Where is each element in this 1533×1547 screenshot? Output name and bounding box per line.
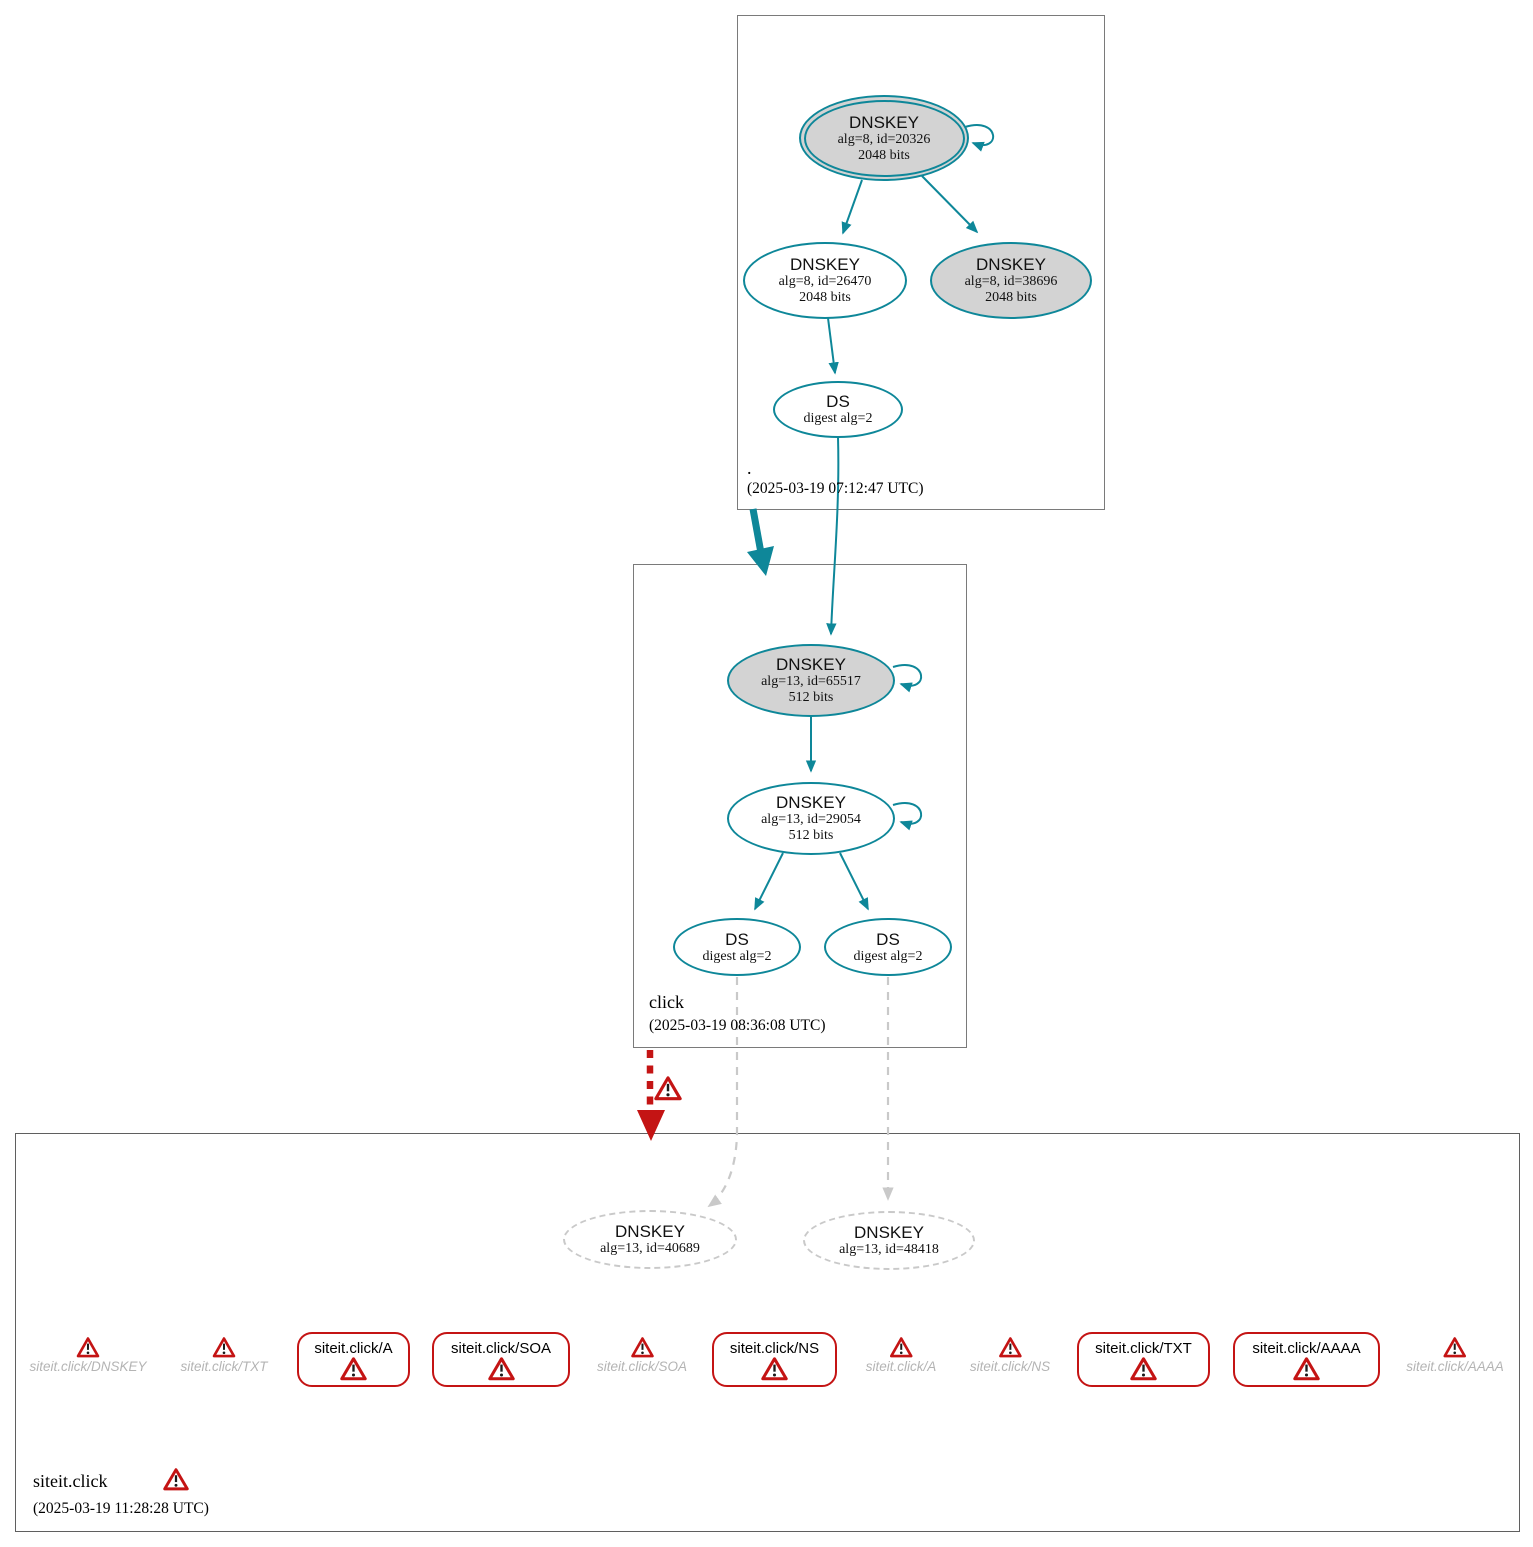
zone-box-siteit-click bbox=[15, 1133, 1520, 1532]
warning-icon bbox=[654, 1076, 682, 1101]
zone-timestamp-siteit-click: (2025-03-19 11:28:28 UTC) bbox=[33, 1500, 209, 1517]
warning-icon bbox=[1130, 1357, 1157, 1381]
zone-timestamp-root: (2025-03-19 07:12:47 UTC) bbox=[747, 480, 924, 497]
rrset-label: siteit.click/AAAA bbox=[1252, 1340, 1361, 1357]
warning-icon bbox=[212, 1337, 236, 1358]
warning-icon bbox=[1443, 1337, 1467, 1358]
rrset-label: siteit.click/A bbox=[865, 1359, 937, 1374]
zone-name-siteit-click: siteit.click bbox=[33, 1471, 108, 1491]
rrset-aaaa-warning: siteit.click/AAAA bbox=[1406, 1337, 1504, 1374]
node-detail: 512 bits bbox=[788, 690, 834, 706]
dnskey-node-zsk-29054: DNSKEY alg=13, id=29054 512 bits bbox=[727, 782, 895, 855]
ds-node-click-2: DS digest alg=2 bbox=[824, 918, 952, 976]
dnskey-node-48418: DNSKEY alg=13, id=48418 bbox=[803, 1211, 975, 1270]
node-detail: alg=13, id=48418 bbox=[839, 1242, 939, 1258]
rrset-a-error: siteit.click/A bbox=[297, 1332, 410, 1387]
rrset-label: siteit.click/SOA bbox=[450, 1340, 552, 1357]
rrset-ns-warning: siteit.click/NS bbox=[970, 1337, 1050, 1374]
node-title: DNSKEY bbox=[854, 1223, 924, 1243]
node-detail: alg=13, id=40689 bbox=[600, 1241, 700, 1257]
node-detail: digest alg=2 bbox=[702, 948, 772, 964]
rrset-ns-error: siteit.click/NS bbox=[712, 1332, 837, 1387]
warning-icon bbox=[761, 1357, 788, 1381]
node-detail: alg=8, id=20326 bbox=[837, 131, 931, 147]
rrset-label: siteit.click/TXT bbox=[180, 1359, 268, 1374]
dnskey-node-ksk-20326: DNSKEY alg=8, id=20326 2048 bits bbox=[799, 95, 969, 181]
dnskey-node-zsk-26470: DNSKEY alg=8, id=26470 2048 bits bbox=[743, 242, 907, 319]
rrset-label: siteit.click/SOA bbox=[596, 1359, 688, 1374]
rrset-label: siteit.click/NS bbox=[729, 1340, 820, 1357]
dnskey-node-ksk-65517: DNSKEY alg=13, id=65517 512 bits bbox=[727, 644, 895, 717]
zone-box-root bbox=[737, 15, 1105, 510]
node-detail: 2048 bits bbox=[985, 290, 1037, 306]
rrset-label: siteit.click/A bbox=[314, 1340, 393, 1357]
node-detail: alg=13, id=65517 bbox=[761, 674, 861, 690]
dnskey-node-40689: DNSKEY alg=13, id=40689 bbox=[563, 1210, 737, 1269]
rrset-soa-warning: siteit.click/SOA bbox=[597, 1337, 687, 1374]
node-title: DNSKEY bbox=[849, 112, 919, 132]
rrset-dnskey-warning: siteit.click/DNSKEY bbox=[29, 1337, 147, 1374]
rrset-label: siteit.click/DNSKEY bbox=[29, 1359, 147, 1374]
zone-name-root: . bbox=[747, 458, 752, 478]
node-title: DNSKEY bbox=[976, 255, 1046, 275]
warning-icon bbox=[340, 1357, 367, 1381]
zone-name-click: click bbox=[649, 992, 684, 1012]
node-title: DNSKEY bbox=[776, 793, 846, 813]
rrset-aaaa-error: siteit.click/AAAA bbox=[1233, 1332, 1380, 1387]
rrset-a-warning: siteit.click/A bbox=[865, 1337, 937, 1374]
dnskey-node-38696: DNSKEY alg=8, id=38696 2048 bits bbox=[930, 242, 1092, 319]
zone-box-click bbox=[633, 564, 967, 1048]
warning-icon bbox=[630, 1337, 654, 1358]
node-detail: alg=8, id=38696 bbox=[964, 274, 1058, 290]
warning-icon bbox=[889, 1337, 913, 1358]
rrset-label: siteit.click/NS bbox=[969, 1359, 1051, 1374]
rrset-label: siteit.click/TXT bbox=[1095, 1340, 1192, 1357]
warning-icon bbox=[76, 1337, 100, 1358]
rrset-soa-error: siteit.click/SOA bbox=[432, 1332, 570, 1387]
node-title: DS bbox=[876, 929, 900, 949]
node-title: DNSKEY bbox=[776, 655, 846, 675]
warning-icon bbox=[163, 1468, 189, 1491]
warning-icon bbox=[487, 1357, 515, 1381]
node-detail: digest alg=2 bbox=[803, 411, 873, 427]
node-detail: 2048 bits bbox=[799, 290, 851, 306]
node-detail: 2048 bits bbox=[858, 147, 910, 163]
node-title: DNSKEY bbox=[790, 255, 860, 275]
node-detail: digest alg=2 bbox=[853, 948, 923, 964]
rrset-txt-error: siteit.click/TXT bbox=[1077, 1332, 1210, 1387]
ds-node-click-1: DS digest alg=2 bbox=[673, 918, 801, 976]
warning-icon bbox=[1293, 1357, 1320, 1381]
node-title: DS bbox=[725, 929, 749, 949]
rrset-txt-warning: siteit.click/TXT bbox=[180, 1337, 268, 1374]
rrset-label: siteit.click/AAAA bbox=[1406, 1359, 1504, 1374]
node-detail: alg=13, id=29054 bbox=[761, 812, 861, 828]
zone-timestamp-click: (2025-03-19 08:36:08 UTC) bbox=[649, 1017, 826, 1034]
node-title: DNSKEY bbox=[615, 1222, 685, 1242]
node-title: DS bbox=[826, 392, 850, 412]
ds-node-root: DS digest alg=2 bbox=[773, 381, 903, 438]
warning-icon bbox=[998, 1337, 1022, 1358]
node-detail: alg=8, id=26470 bbox=[778, 274, 872, 290]
node-detail: 512 bits bbox=[788, 828, 834, 844]
